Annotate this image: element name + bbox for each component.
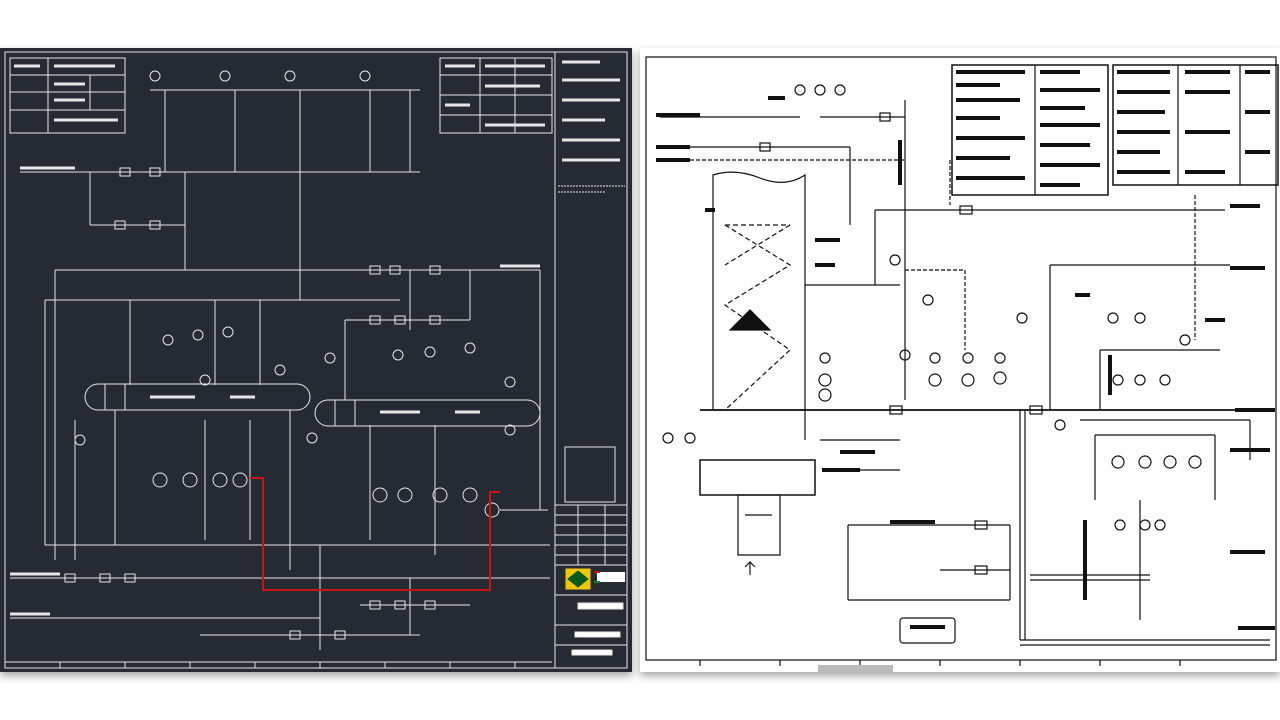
bottom-scale-ruler: [5, 661, 552, 668]
sheet-notes-column: [554, 52, 628, 668]
drawing-border: [4, 51, 628, 669]
title-block-top-left: [9, 57, 126, 134]
light-pid-drawing-panel: [640, 48, 1280, 672]
pumps: [152, 472, 500, 518]
pumps-and-instruments: [662, 84, 1202, 531]
drawing-border: [645, 56, 1277, 661]
tower-column: [712, 171, 806, 411]
process-piping: [10, 89, 550, 650]
title-tables: [951, 64, 1279, 196]
valves: [759, 112, 1043, 575]
hopper: [699, 459, 816, 575]
valves: [64, 167, 441, 640]
equipment-box: [899, 617, 956, 644]
process-piping: [656, 100, 1270, 646]
dark-pid-drawing-panel: [0, 48, 632, 672]
dark-pid-schematic: [4, 51, 628, 669]
horizontal-drum-2: [314, 399, 541, 427]
bottom-scale-ruler: [699, 660, 1181, 672]
light-pid-schematic: [645, 56, 1279, 672]
inlet-arrow-icon: [744, 561, 756, 575]
tag-labels: [705, 96, 1275, 630]
revision-table: [439, 57, 553, 134]
highlighted-red-line: [250, 477, 500, 591]
horizontal-drum-1: [84, 383, 311, 411]
instrument-bubbles: [74, 70, 516, 446]
